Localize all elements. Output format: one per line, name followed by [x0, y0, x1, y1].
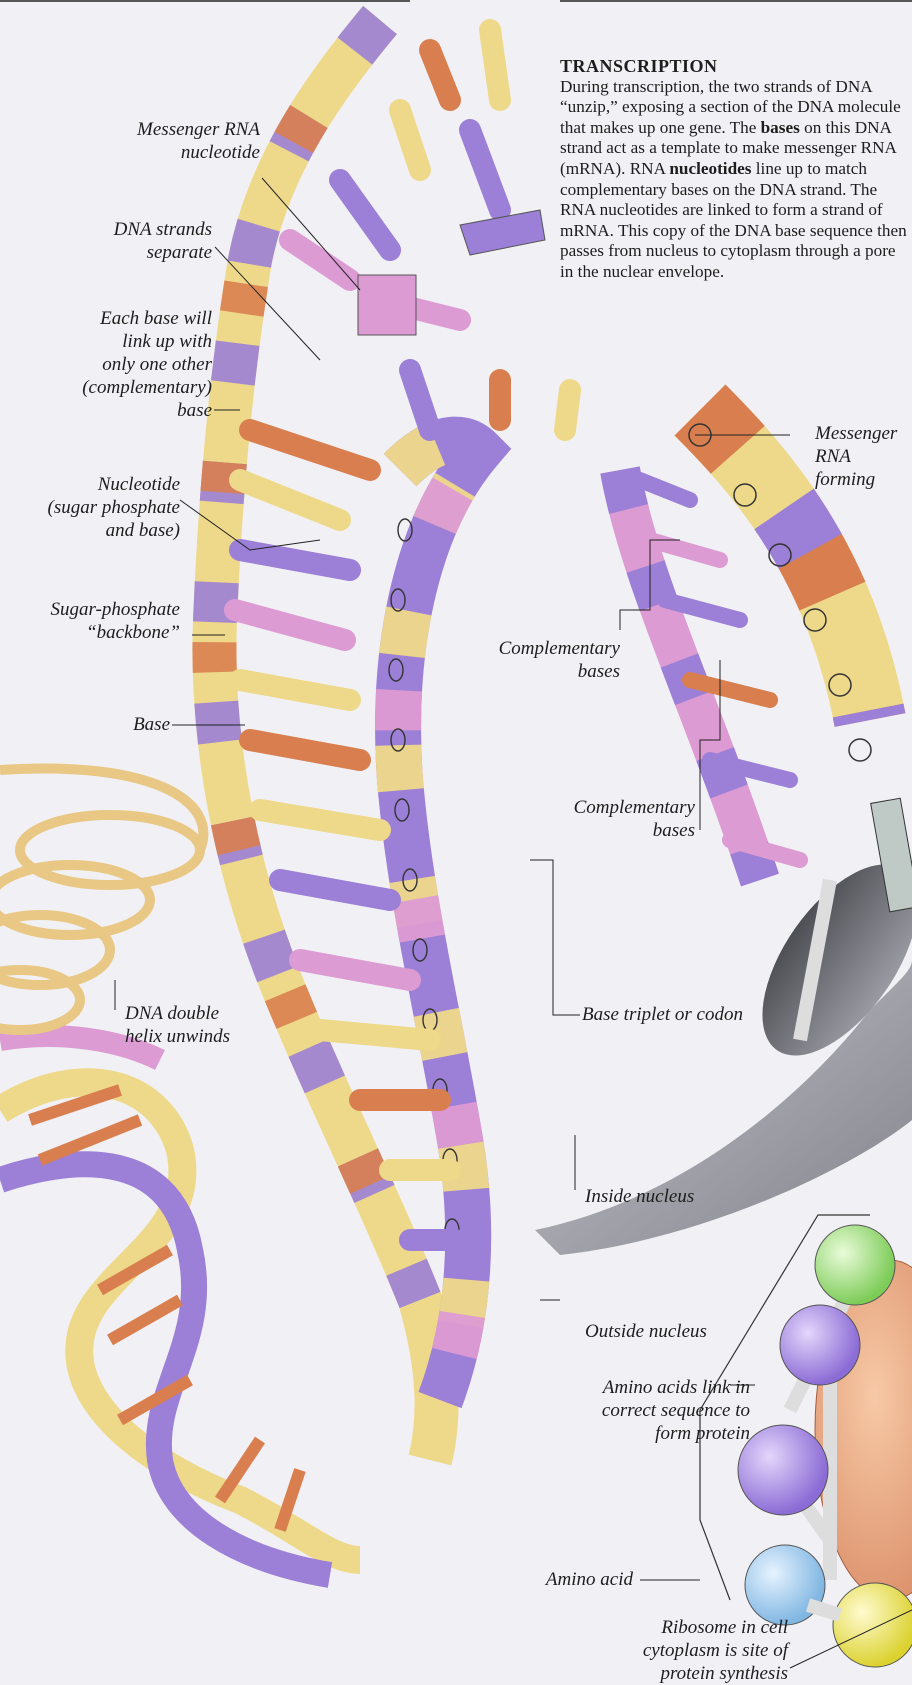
- label-messenger-rna-forming: Messenger RNA forming: [815, 422, 912, 491]
- transcription-title: TRANSCRIPTION: [560, 56, 910, 77]
- label-dna-double-helix-unwinds: DNA double helix unwinds: [125, 1002, 275, 1048]
- label-amino-acids-link: Amino acids link in correct sequence to …: [480, 1376, 750, 1445]
- label-each-base: Each base will link up with only one oth…: [20, 307, 212, 422]
- mrna-nucleotide-block: [358, 275, 416, 335]
- amino-acid-purple-1: [780, 1305, 860, 1385]
- label-base: Base: [60, 713, 170, 736]
- label-ribosome: Ribosome in cell cytoplasm is site of pr…: [560, 1616, 788, 1685]
- label-complementary-bases-2: Complementary bases: [515, 796, 695, 842]
- dna-helix-left: [0, 1036, 360, 1575]
- coiled-dna-strand: [0, 768, 203, 1030]
- label-nucleotide: Nucleotide (sugar phosphate and base): [0, 473, 180, 542]
- amino-acid-purple-2: [738, 1425, 828, 1515]
- label-sugar-phosphate-backbone: Sugar-phosphate “backbone”: [0, 598, 180, 644]
- label-inside-nucleus: Inside nucleus: [585, 1185, 785, 1208]
- amino-acid-yellow: [833, 1583, 912, 1667]
- label-messenger-rna-nucleotide: Messenger RNA nucleotide: [60, 118, 260, 164]
- nucleotide-base-plate: [460, 210, 545, 255]
- label-complementary-bases-1: Complementary bases: [440, 637, 620, 683]
- label-amino-acid: Amino acid: [480, 1568, 633, 1591]
- label-base-triplet-codon: Base triplet or codon: [582, 1003, 882, 1026]
- amino-acid-green: [815, 1225, 895, 1305]
- label-outside-nucleus: Outside nucleus: [585, 1320, 785, 1343]
- bold-bases: bases: [761, 118, 800, 137]
- label-dna-strands-separate: DNA strands separate: [40, 218, 212, 264]
- bold-nucleotides: nucleotides: [669, 159, 751, 178]
